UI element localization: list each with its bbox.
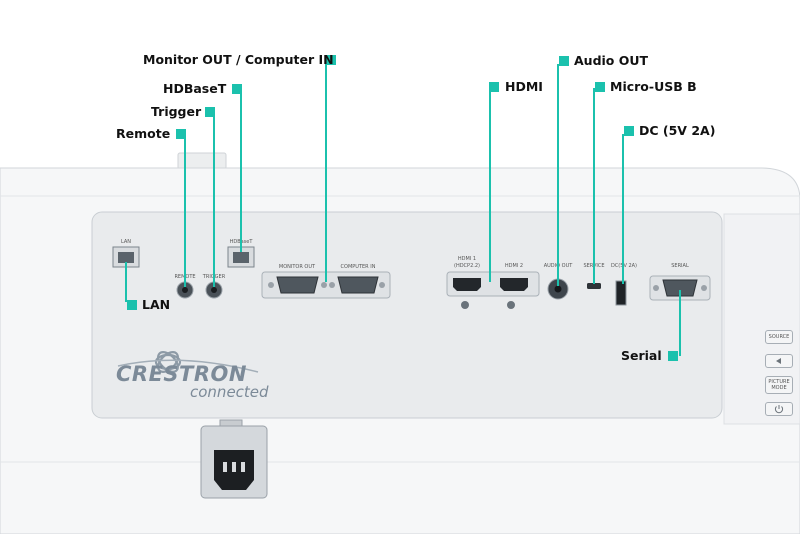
- logo-swoosh: [117, 359, 259, 373]
- io-panel: [91, 211, 723, 419]
- callout-marker-serial: [668, 351, 678, 361]
- panel-label-serial: SERIAL: [671, 263, 689, 269]
- callout-line-audio-out: [557, 64, 559, 286]
- crestron-logo-text: CRESTRON: [116, 362, 247, 386]
- monitor-out-port: [276, 276, 319, 294]
- picture-mode-label-line2: MODE: [771, 385, 787, 391]
- vga-screw: [321, 282, 327, 288]
- power-icon: [774, 405, 784, 414]
- left-arrow-button[interactable]: [765, 354, 793, 368]
- left-arrow-icon: [776, 358, 781, 364]
- panel-label-monitor-out: MONITOR OUT: [279, 264, 316, 270]
- callout-marker-remote: [176, 129, 186, 139]
- callout-marker-micro-usb: [595, 82, 605, 92]
- hdmi1-icon: [461, 301, 469, 309]
- callout-marker-trigger: [205, 107, 215, 117]
- picture-mode-label-line1: PICTURE: [768, 379, 790, 385]
- callout-line-remote: [184, 137, 186, 287]
- dc-usb-port: [615, 280, 627, 306]
- panel-label-hdmi1-sub: (HDCP2.2): [454, 263, 480, 269]
- callout-marker-hdbaset: [232, 84, 242, 94]
- vga-screw: [268, 282, 274, 288]
- callout-remote: Remote: [116, 126, 171, 141]
- callout-marker-dc: [624, 126, 634, 136]
- source-button[interactable]: SOURCE: [765, 330, 793, 344]
- callout-line-lan: [125, 262, 127, 302]
- callout-trigger: Trigger: [151, 104, 202, 119]
- panel-label-dc: DC(5V 2A): [611, 263, 637, 269]
- callout-line-micro-usb: [593, 88, 595, 284]
- callout-hdmi: HDMI: [505, 79, 543, 94]
- crestron-logo-tagline: connected: [190, 383, 269, 401]
- callout-marker-monitor-computer: [326, 55, 336, 65]
- callout-dc: DC (5V 2A): [639, 123, 716, 138]
- callout-line-dc: [622, 134, 624, 284]
- callout-line-serial: [679, 290, 681, 356]
- callout-line-trigger: [213, 115, 215, 287]
- trigger-jack-hole: [211, 287, 217, 293]
- serial-screw: [701, 285, 707, 291]
- vga-screw: [379, 282, 385, 288]
- hdmi2-port: [500, 278, 528, 291]
- power-pin: [232, 462, 236, 472]
- callout-hdbaset: HDBaseT: [163, 81, 227, 96]
- panel-label-lan: LAN: [121, 239, 131, 245]
- serial-port: [662, 279, 698, 297]
- callout-monitor-computer: Monitor OUT / Computer IN: [143, 52, 334, 67]
- power-button[interactable]: [765, 402, 793, 416]
- panel-label-hdmi2: HDMI 2: [505, 263, 523, 269]
- panel-label-computer-in: COMPUTER IN: [341, 264, 376, 270]
- callout-line-monitor-computer: [325, 60, 327, 282]
- power-pin: [223, 462, 227, 472]
- callout-marker-audio-out: [559, 56, 569, 66]
- callout-marker-hdmi: [489, 82, 499, 92]
- callout-serial: Serial: [621, 348, 662, 363]
- audio-out-jack-hole: [554, 285, 562, 293]
- lan-port-inner: [118, 252, 134, 263]
- service-usb-port: [587, 283, 601, 289]
- panel-label-hdmi1: HDMI 1: [458, 256, 476, 262]
- callout-marker-lan: [127, 300, 137, 310]
- callout-lan: LAN: [142, 297, 171, 312]
- callout-line-hdmi: [489, 92, 491, 282]
- crestron-logo-mark: [154, 351, 182, 373]
- vga-screw: [329, 282, 335, 288]
- serial-screw: [653, 285, 659, 291]
- hdmi1-port: [453, 278, 481, 291]
- callout-audio-out: Audio OUT: [574, 53, 649, 68]
- power-pin: [241, 462, 245, 472]
- hdbaset-port-inner: [233, 252, 249, 263]
- callout-micro-usb: Micro-USB B: [610, 79, 697, 94]
- remote-jack-hole: [182, 287, 188, 293]
- picture-mode-button[interactable]: PICTURE MODE: [765, 376, 793, 394]
- callout-line-hdbaset: [240, 92, 242, 252]
- computer-in-port: [337, 276, 379, 294]
- hdmi2-icon: [507, 301, 515, 309]
